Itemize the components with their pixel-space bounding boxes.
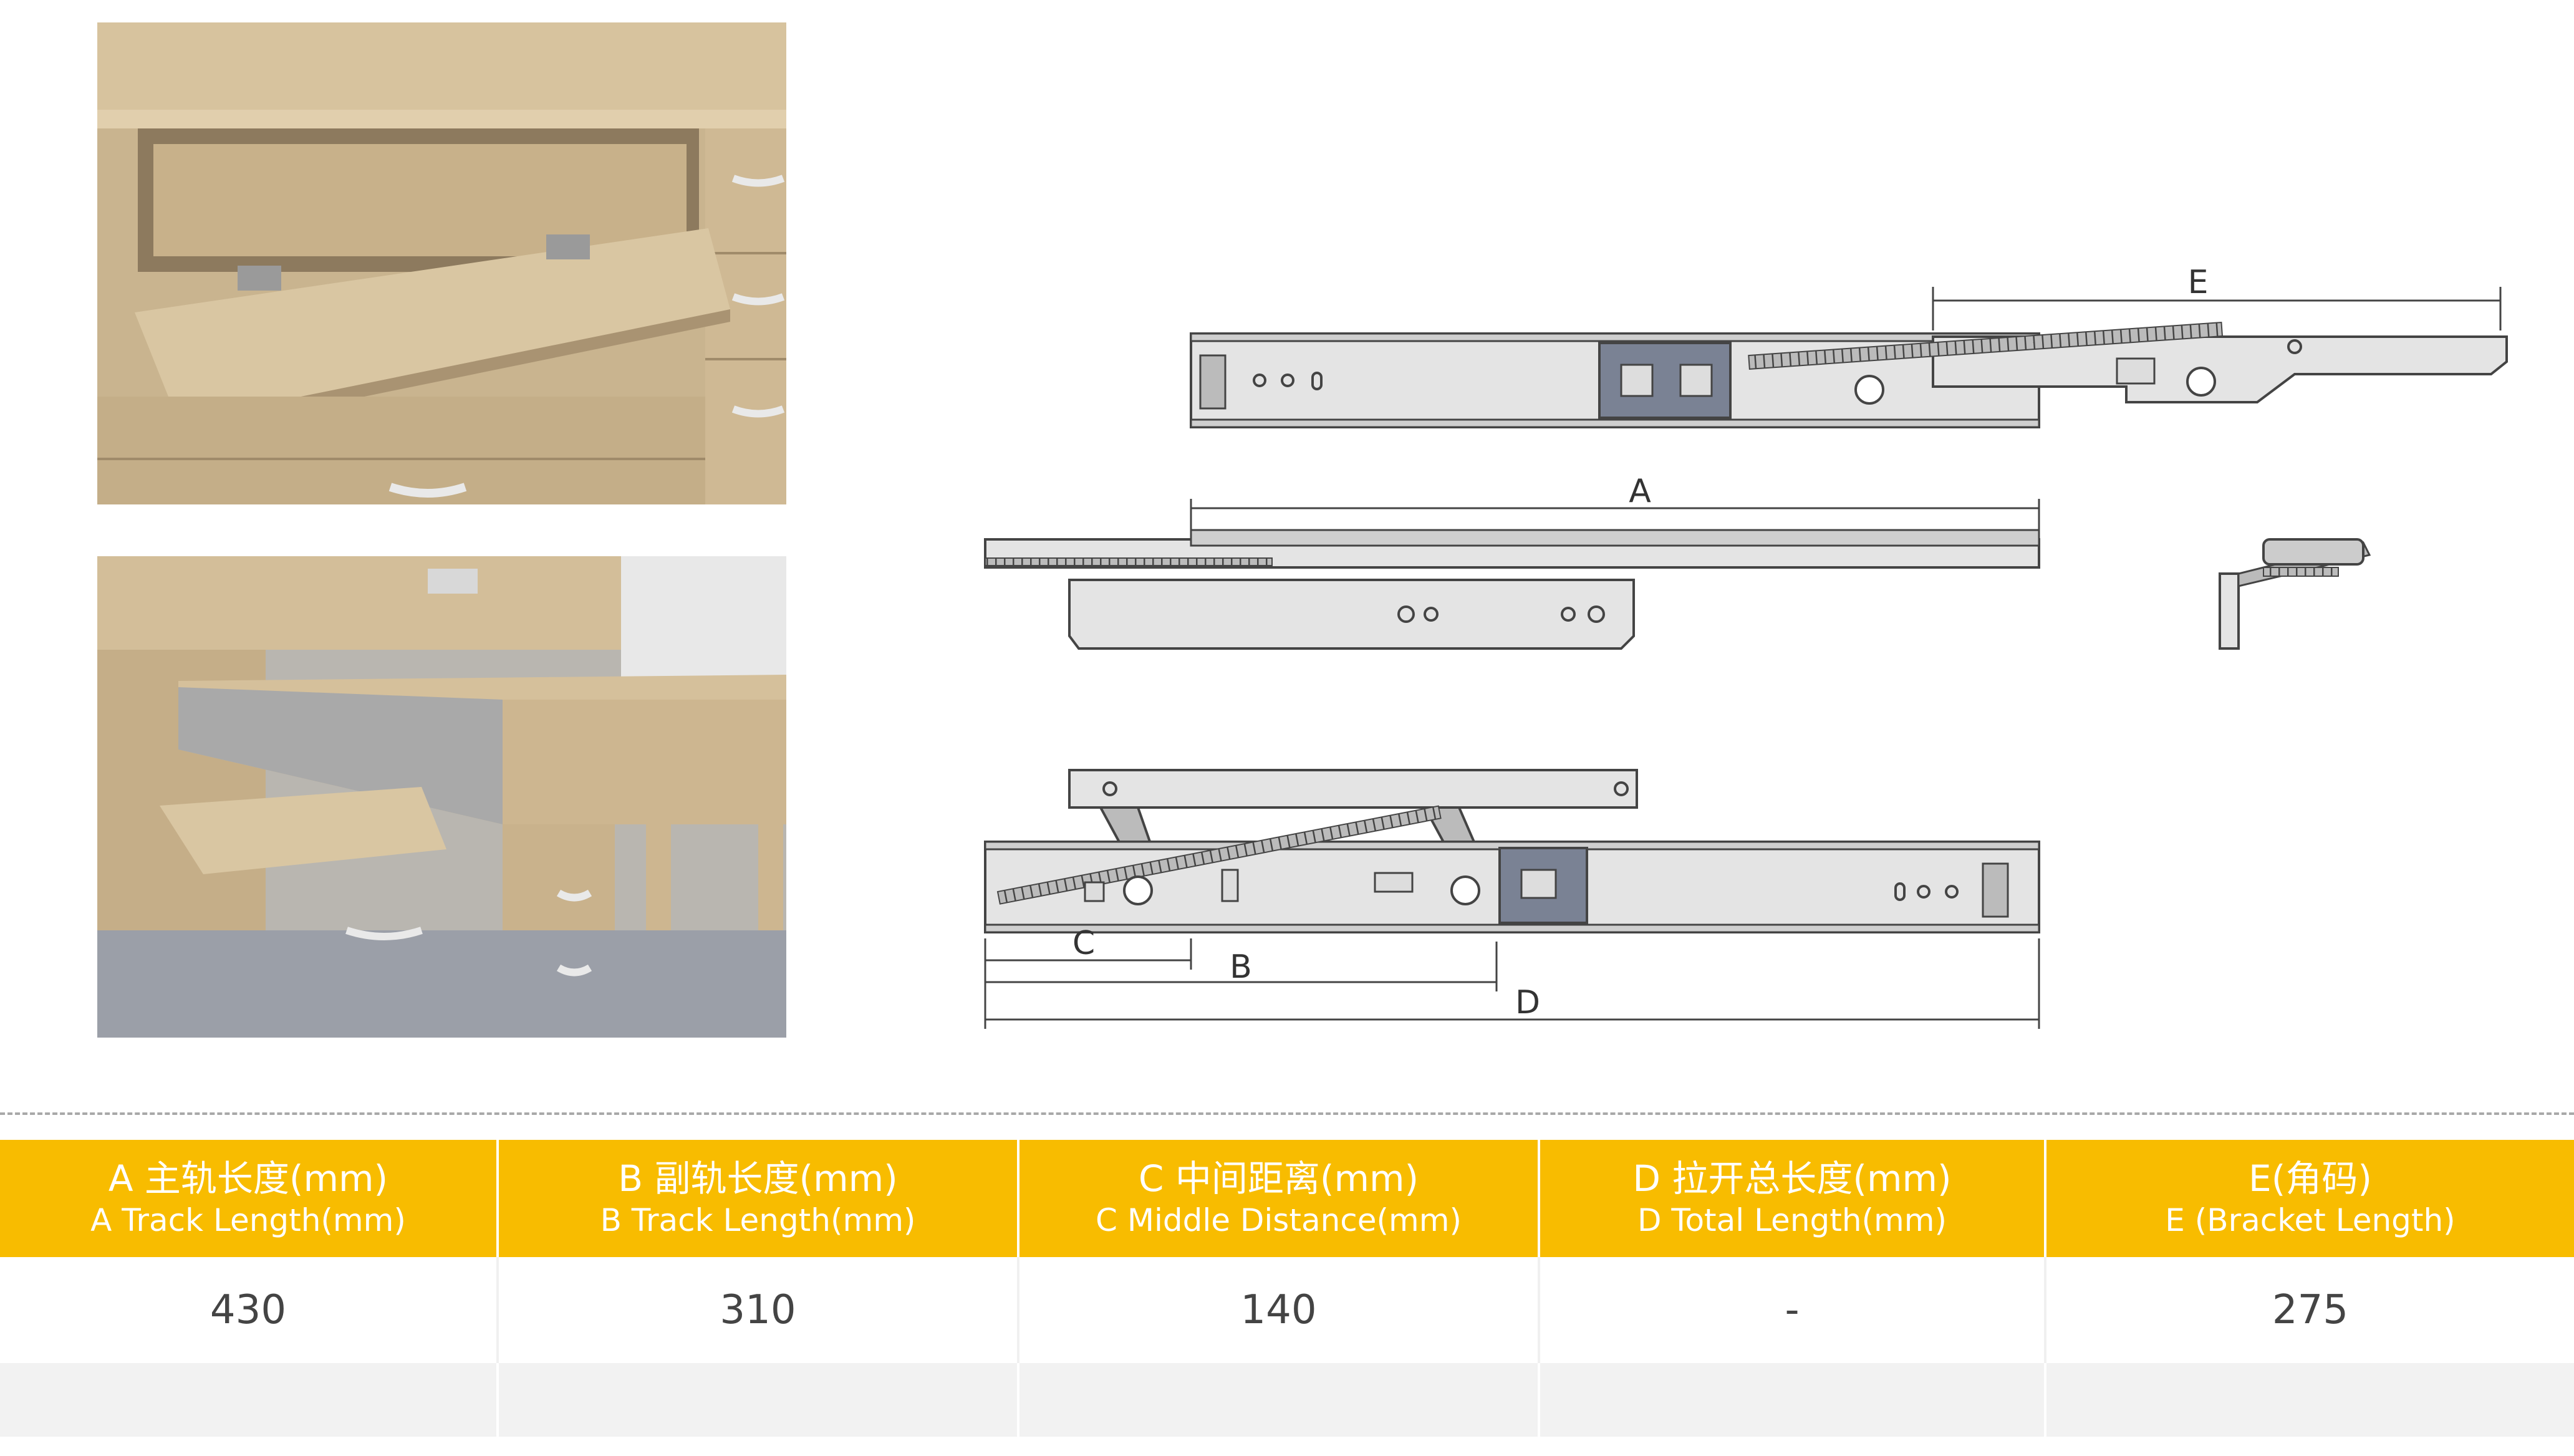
rail-assembly-middle: A	[984, 473, 2371, 650]
value-cell-c: 140	[1019, 1257, 1540, 1363]
dimension-label-e: E	[2188, 264, 2209, 301]
rail-assembly-bottom: C B D	[984, 769, 2040, 1029]
dimension-label-b: B	[1230, 948, 1252, 986]
header-cell-c: C 中间距离(mm) C Middle Distance(mm)	[1019, 1140, 1540, 1257]
empty-cell	[1540, 1363, 2046, 1437]
empty-cell	[0, 1363, 499, 1437]
empty-cell	[1019, 1363, 1540, 1437]
photo-desk-tray	[97, 556, 786, 1038]
empty-cell	[2046, 1363, 2574, 1437]
photo-cabinet-drawer	[97, 22, 786, 504]
dimension-label-d: D	[1515, 984, 1540, 1021]
spec-table: A 主轨长度(mm) A Track Length(mm) B 副轨长度(mm)…	[0, 1140, 2574, 1437]
value-cell-d: -	[1540, 1257, 2046, 1363]
header-cell-b: B 副轨长度(mm) B Track Length(mm)	[499, 1140, 1019, 1257]
header-cell-a: A 主轨长度(mm) A Track Length(mm)	[0, 1140, 499, 1257]
empty-cell	[499, 1363, 1019, 1437]
header-cell-d: D 拉开总长度(mm) D Total Length(mm)	[1540, 1140, 2046, 1257]
slide-technical-drawing: E A	[960, 262, 2574, 1066]
dashed-divider	[0, 1112, 2574, 1115]
value-cell-b: 310	[499, 1257, 1019, 1363]
table-row-empty	[0, 1363, 2574, 1437]
value-cell-a: 430	[0, 1257, 499, 1363]
value-cell-e: 275	[2046, 1257, 2574, 1363]
header-cell-e: E(角码) E (Bracket Length)	[2046, 1140, 2574, 1257]
table-header-row: A 主轨长度(mm) A Track Length(mm) B 副轨长度(mm)…	[0, 1140, 2574, 1257]
table-row: 430 310 140 - 275	[0, 1257, 2574, 1363]
dimension-label-c: C	[1072, 925, 1095, 962]
rail-assembly-top: E	[1190, 264, 2508, 428]
dimension-label-a: A	[1629, 473, 1651, 510]
